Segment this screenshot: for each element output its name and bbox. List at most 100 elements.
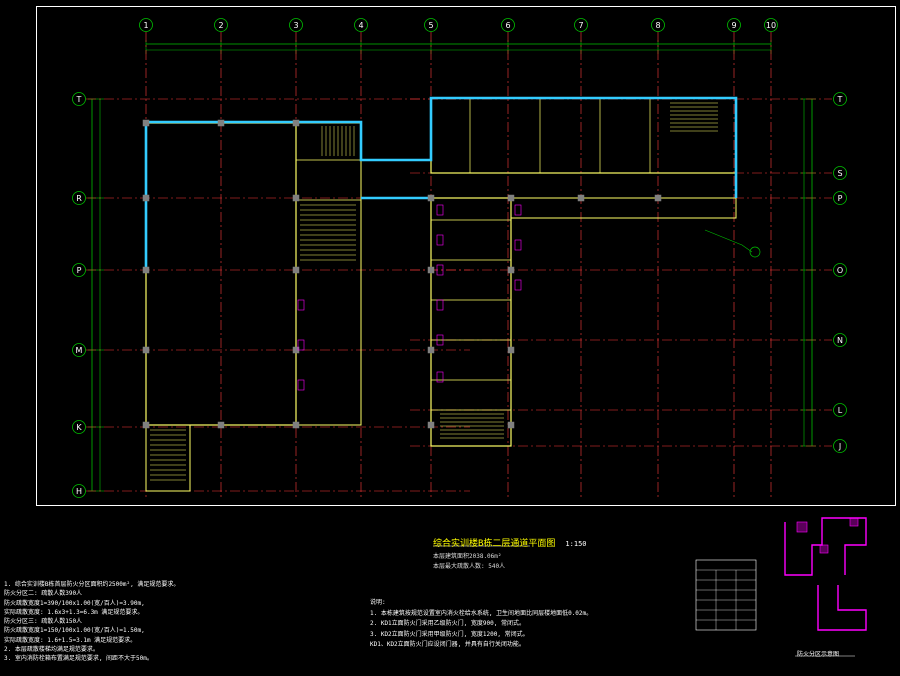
column: [142, 119, 150, 127]
column: [292, 119, 300, 127]
area-line: 本层建筑面积2038.06m²: [433, 553, 502, 560]
fire-door-marker: [514, 204, 522, 216]
axis-bubble: [72, 92, 86, 106]
axis-label: L: [838, 406, 843, 415]
detail-marker: [749, 246, 761, 258]
fire-door-marker: [436, 264, 444, 276]
column: [427, 266, 435, 274]
column: [142, 346, 150, 354]
axis-bubble: [833, 403, 847, 417]
column: [427, 194, 435, 202]
axis-bubble: [72, 263, 86, 277]
central-core-wall: [295, 122, 362, 426]
compartment-key-swatch: [849, 517, 859, 527]
axis-label: N: [837, 336, 843, 345]
fire-door-marker: [436, 334, 444, 346]
compartment-key-swatch: [819, 544, 829, 554]
axis-label: O: [837, 266, 843, 275]
axis-label: K: [76, 423, 82, 432]
axis-label: H: [76, 487, 82, 496]
note-line: 2. KD1立面防火门采用乙级防火门, 宽度900, 常闭式。: [370, 620, 525, 627]
axis-bubble: [139, 18, 153, 32]
note-line: 1. 综合实训楼B栋首层防火分区面积约2500m², 满足规范要求。: [4, 581, 180, 588]
compartment-key-outline: [784, 517, 867, 576]
axis-label: S: [837, 169, 842, 178]
note-line: 防火疏散宽度1=390/100x1.00(宽/百人)=3.90m,: [4, 599, 145, 607]
axis-bubble: [72, 191, 86, 205]
axis-bubble: [72, 484, 86, 498]
column: [142, 266, 150, 274]
fire-door-marker: [436, 371, 444, 383]
axis-label: 5: [428, 21, 433, 30]
fire-compartment-boundary: [144, 96, 738, 270]
axis-bubble: [214, 18, 228, 32]
note-line: 防火疏散宽度1=150/100x1.00(宽/百人)=1.50m,: [4, 627, 145, 635]
compartment-key-swatch: [796, 521, 808, 533]
axis-bubble: [833, 439, 847, 453]
axis-label: 6: [505, 21, 510, 30]
fire-door-marker: [297, 339, 305, 351]
notes-right-title: 说明:: [370, 599, 386, 606]
stair-block-wall: [145, 425, 191, 492]
fire-door-marker: [436, 299, 444, 311]
axis-bubble: [501, 18, 515, 32]
axis-label: 8: [655, 21, 660, 30]
column: [292, 266, 300, 274]
column: [142, 421, 150, 429]
axis-label: 1: [143, 21, 148, 30]
legend-table: [695, 559, 757, 631]
fire-door-marker: [297, 379, 305, 391]
note-line: 实际疏散宽度: 1.6+1.5=3.1m 满足规范要求。: [4, 636, 137, 644]
notes-left: 1. 综合实训楼B栋首层防火分区面积约2500m², 满足规范要求。 防火分区二…: [4, 580, 179, 664]
note-line: 防火分区二: 疏散人数390人: [4, 590, 83, 598]
north-wing-wall: [430, 97, 737, 174]
axis-label: M: [76, 346, 83, 355]
axis-bubble: [72, 343, 86, 357]
axis-label: 3: [293, 21, 298, 30]
axis-label: 7: [578, 21, 583, 30]
axis-bubble: [833, 166, 847, 180]
axis-bubble: [727, 18, 741, 32]
axis-bubble: [651, 18, 665, 32]
south-corridor-wing: [430, 197, 512, 447]
axis-bubble: [833, 92, 847, 106]
axis-bubble: [72, 420, 86, 434]
fire-door-marker: [436, 204, 444, 216]
fire-door-marker: [514, 239, 522, 251]
fire-door-marker: [297, 299, 305, 311]
drawing-scale: 1:150: [565, 540, 587, 548]
axis-bubble: [289, 18, 303, 32]
axis-label: T: [76, 95, 82, 104]
axis-label: 10: [766, 21, 776, 30]
note-line: 3. 室内消防栓箱布置满足规范要求, 间距不大于50m。: [4, 655, 153, 663]
column: [654, 194, 662, 202]
notes-right: 说明: 1. 本栋建筑按规范设置室内消火栓给水系统, 卫生间地面比同层楼地面低0…: [370, 598, 592, 651]
note-line: 3. KD2立面防火门采用甲级防火门, 宽度1200, 常闭式。: [370, 630, 529, 638]
note-line: 实际疏散宽度: 1.6x3+1.3=6.3m 满足规范要求。: [4, 608, 144, 616]
leader-line: [704, 229, 753, 253]
column: [142, 194, 150, 202]
note-line: 2. 本层疏散楼梯均满足规范要求。: [4, 646, 99, 654]
column: [217, 421, 225, 429]
fire-door-marker: [514, 279, 522, 291]
axis-label: 9: [731, 21, 736, 30]
axis-label: P: [77, 266, 82, 275]
axis-bubble: [764, 18, 778, 32]
column: [507, 421, 515, 429]
column: [507, 266, 515, 274]
fire-door-marker: [436, 234, 444, 246]
axis-bubble: [833, 333, 847, 347]
axis-bubble: [354, 18, 368, 32]
note-line: KD1、KD2立面防火门应设闭门器, 并具有自行关闭功能。: [370, 641, 525, 648]
axis-bubble: [833, 263, 847, 277]
compartment-key-outline: [817, 585, 867, 631]
axis-label: 4: [358, 21, 363, 30]
legend-title: 防火分区示意图: [797, 651, 840, 658]
occupancy-line: 本层最大疏散人数: 540人: [433, 563, 506, 570]
drawing-title-text: 综合实训楼B栋二层通道平面图: [433, 539, 556, 549]
note-line: 1. 本栋建筑按规范设置室内消火栓给水系统, 卫生间地面比同层楼地面低0.02m…: [370, 609, 593, 617]
column: [577, 194, 585, 202]
axis-label: J: [838, 442, 841, 451]
column: [507, 346, 515, 354]
